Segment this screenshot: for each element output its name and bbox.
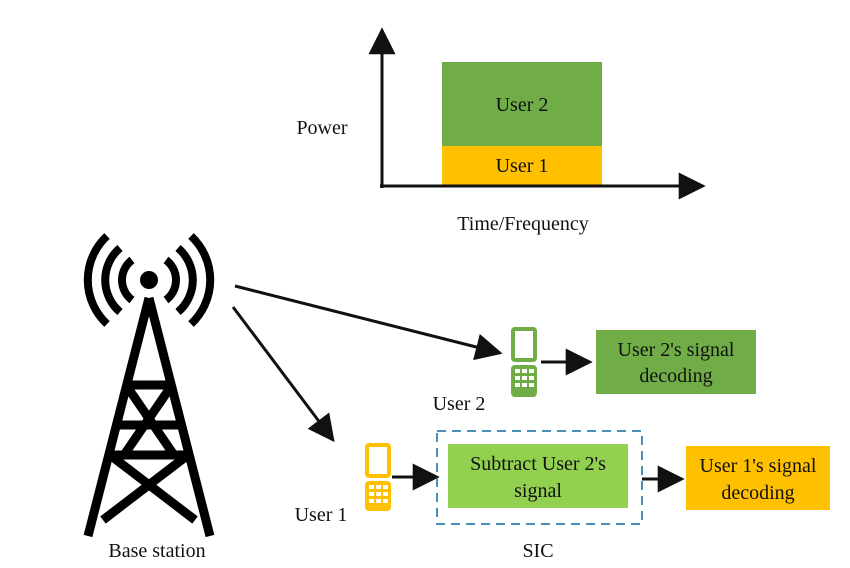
user1-decoding-line2: decoding [721,482,794,504]
user2-decoding-box [596,330,756,394]
user1-decoding-box [686,446,830,510]
sic-subtract-line1: Subtract User 2's [470,453,606,475]
power-allocation-chart: User 2 User 1 Power Time/Frequency [296,27,706,235]
user1-power-block [442,146,602,186]
user1-phone-icon [365,443,391,511]
y-axis-label: Power [296,117,347,139]
user2-decoding-line1: User 2's signal [618,339,735,361]
user2-phone-icon [511,327,537,397]
antenna-top [140,271,158,289]
radio-wave-outer-right [188,233,215,327]
radio-wave-inner-right [163,256,180,304]
user2-label: User 2 [433,393,486,415]
base-station-label: Base station [108,540,205,562]
user2-power-block-label: User 2 [496,94,549,116]
radio-wave-mid-left [101,244,123,316]
radio-wave-outer-left [83,233,110,327]
arrow-to-user1 [231,306,335,443]
user1-decoding-line1: User 1's signal [700,455,817,477]
radio-wave-mid-right [175,244,197,316]
x-axis-label: Time/Frequency [457,213,588,235]
user1-label: User 1 [295,504,348,526]
base-station-tower-icon: Base station [83,233,215,562]
user2-power-block [442,62,602,146]
user1-power-block-label: User 1 [496,155,549,177]
user2-decoding-line2: decoding [639,365,712,387]
sic-subtract-box [448,444,628,508]
radio-wave-inner-left [118,256,135,304]
sic-subtract-line2: signal [514,480,562,502]
sic-label: SIC [522,540,553,562]
arrow-to-user2 [234,284,503,361]
